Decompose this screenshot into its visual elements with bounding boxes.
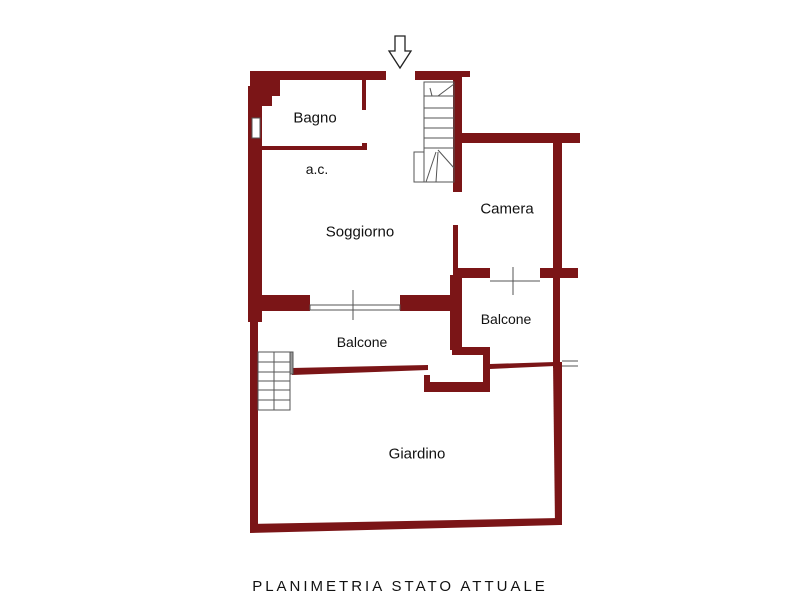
entrance-arrow-icon — [387, 35, 413, 70]
upper-staircase — [413, 81, 455, 183]
room-label-bagno: Bagno — [293, 109, 337, 127]
walls — [248, 71, 580, 533]
plan-title: PLANIMETRIA STATO ATTUALE — [252, 578, 548, 595]
room-label-camera: Camera — [480, 200, 534, 218]
openings — [251, 117, 578, 367]
room-label-soggiorno: Soggiorno — [325, 223, 395, 241]
room-label-giardino: Giardino — [388, 445, 446, 463]
room-label-ac: a.c. — [305, 161, 329, 177]
lower-staircase — [257, 351, 294, 411]
room-label-balcone-right: Balcone — [480, 311, 532, 327]
room-label-balcone-left: Balcone — [336, 334, 388, 350]
